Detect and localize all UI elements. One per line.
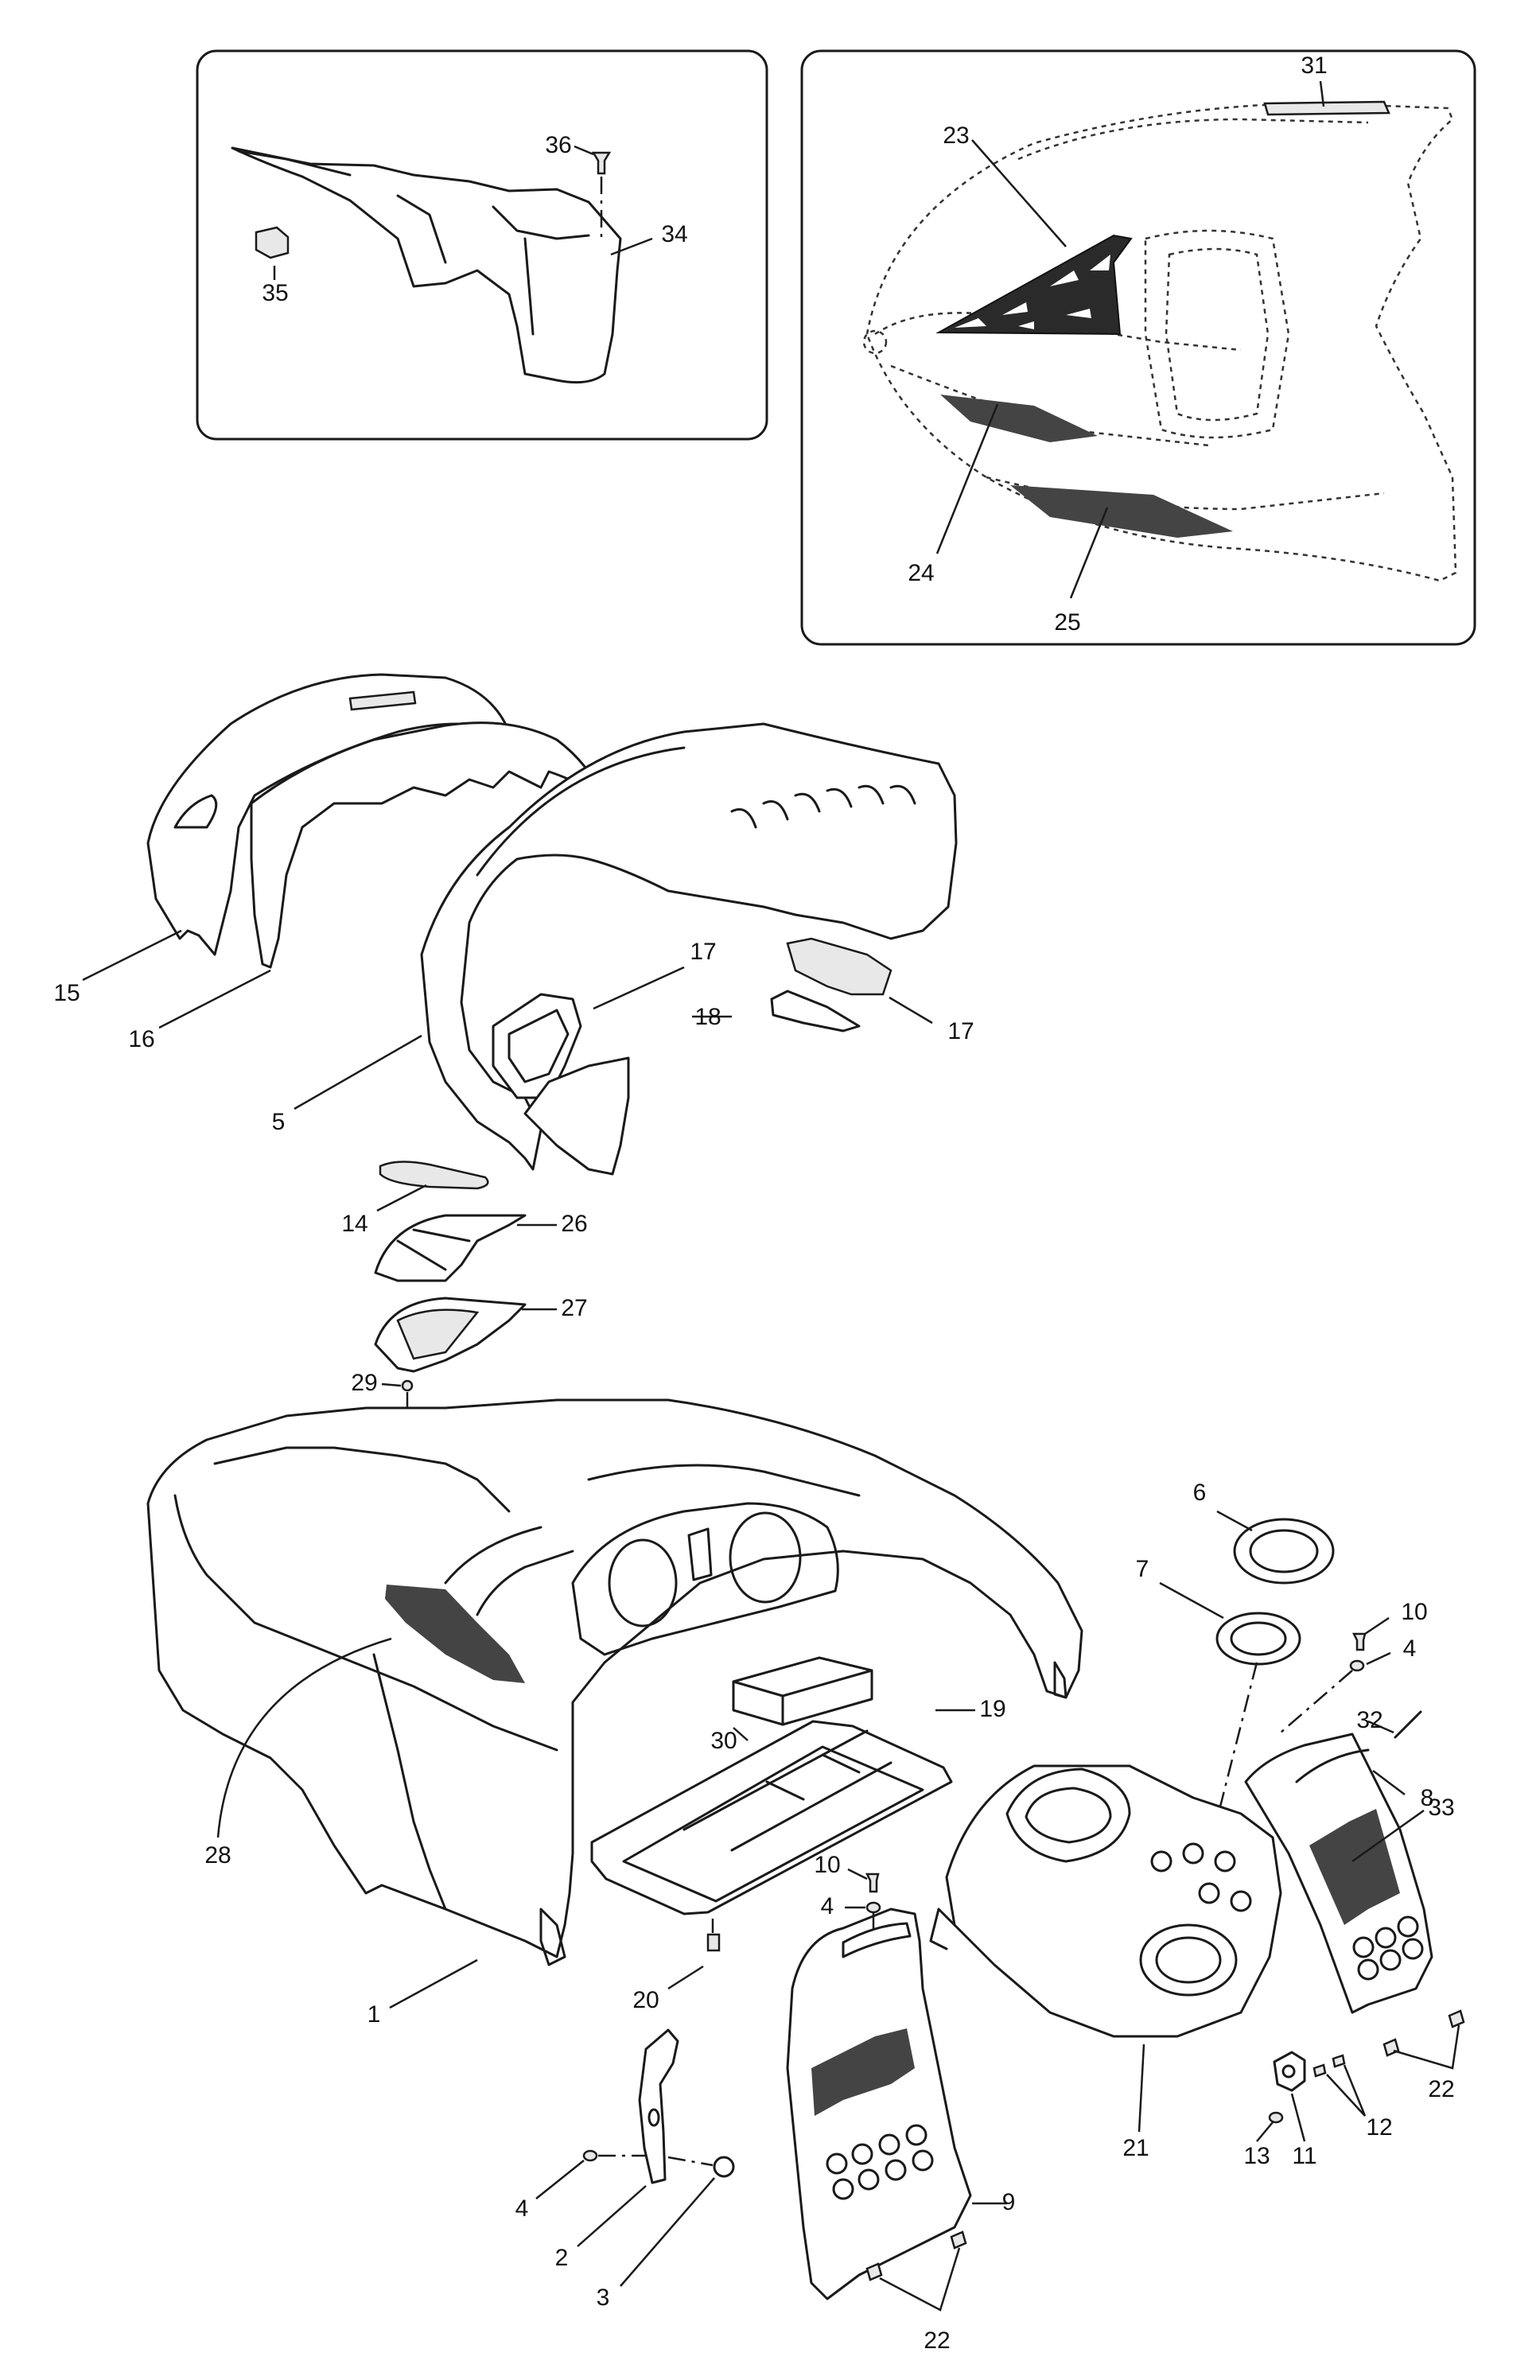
callout-18: 18 bbox=[694, 1004, 721, 1030]
decal-23 bbox=[935, 234, 1133, 336]
part-6-ring bbox=[1233, 1518, 1335, 1585]
callout-14: 14 bbox=[341, 1211, 368, 1237]
decal-31 bbox=[1263, 100, 1390, 116]
callout-3: 3 bbox=[597, 2285, 610, 2311]
callout-19: 19 bbox=[979, 1696, 1005, 1722]
callout-25: 25 bbox=[1054, 609, 1080, 636]
part-14-clip bbox=[379, 1161, 489, 1190]
part-33-mesh bbox=[1309, 1809, 1400, 1925]
callout-17-left: 17 bbox=[690, 939, 716, 965]
callout-36: 36 bbox=[545, 132, 571, 158]
part-1-top-deck bbox=[146, 1398, 1083, 1958]
part-28-vent-grille bbox=[385, 1585, 525, 1683]
part-9-side-panel bbox=[786, 1908, 972, 2300]
part-9-hole-pattern bbox=[826, 2124, 934, 2200]
inset-top-left: 34 35 36 bbox=[196, 49, 768, 441]
part-8-hole-pattern bbox=[1352, 1915, 1424, 1981]
part-10-screw-right bbox=[1351, 1632, 1367, 1651]
callout-31: 31 bbox=[1301, 52, 1327, 79]
part-26-cover bbox=[374, 1214, 527, 1282]
part-11-bracket bbox=[1273, 2051, 1306, 2092]
lower-right-group: 6 7 10 4 32 8 33 22 12 11 13 21 bbox=[929, 1480, 1465, 2169]
decal-25 bbox=[1010, 485, 1233, 538]
part-18-cover-left bbox=[523, 1056, 630, 1176]
callout-4-right: 4 bbox=[1403, 1635, 1417, 1662]
decal-24 bbox=[940, 395, 1098, 442]
main-body-group: 26 27 29 28 1 30 19 20 bbox=[146, 1211, 1083, 2028]
part-12-screw-a bbox=[1312, 2063, 1327, 2078]
part-36-screw bbox=[591, 151, 612, 175]
callout-20: 20 bbox=[632, 1987, 659, 2013]
part-17-vent-left bbox=[492, 993, 582, 1099]
callout-15: 15 bbox=[53, 980, 80, 1006]
callout-4-left: 4 bbox=[821, 1893, 834, 1919]
part-22-plug-d bbox=[1448, 2009, 1465, 2028]
part-2-bracket bbox=[638, 2028, 679, 2184]
part-21-tank-cover bbox=[945, 1764, 1282, 2038]
callout-24: 24 bbox=[908, 560, 934, 586]
part-15-panel bbox=[146, 673, 511, 956]
part-29-fastener bbox=[401, 1379, 414, 1392]
callout-10-right: 10 bbox=[1401, 1599, 1427, 1625]
inset-top-right: 31 23 24 25 bbox=[800, 49, 1476, 646]
part-9-mesh bbox=[811, 2028, 915, 2116]
callout-21: 21 bbox=[1122, 2135, 1149, 2161]
callout-7: 7 bbox=[1136, 1556, 1149, 1582]
callout-26: 26 bbox=[561, 1211, 587, 1237]
callout-6: 6 bbox=[1193, 1480, 1207, 1506]
part-4-washer-left bbox=[865, 1901, 881, 1914]
part-10-screw-left bbox=[865, 1872, 880, 1893]
callout-23: 23 bbox=[943, 122, 969, 149]
callout-5: 5 bbox=[272, 1109, 286, 1135]
upper-panels-group: 15 16 5 14 17 17 18 bbox=[53, 673, 974, 1237]
part-12-screw-b bbox=[1332, 2054, 1346, 2068]
callout-13: 13 bbox=[1243, 2143, 1270, 2169]
callout-22-right: 22 bbox=[1428, 2076, 1454, 2102]
part-22-plug-a bbox=[865, 2262, 883, 2281]
callout-17-right: 17 bbox=[947, 1018, 974, 1044]
part-32-pin bbox=[1394, 1710, 1422, 1739]
part-20-screw bbox=[706, 1933, 721, 1952]
part-7-ring bbox=[1215, 1612, 1301, 1666]
part-16-panel bbox=[250, 721, 603, 969]
part-22-plug-b bbox=[950, 2230, 967, 2250]
part-4-washer-lower bbox=[582, 2149, 598, 2162]
callout-16: 16 bbox=[128, 1026, 154, 1052]
callout-35: 35 bbox=[262, 280, 288, 306]
callout-28: 28 bbox=[204, 1842, 231, 1869]
callout-12: 12 bbox=[1366, 2114, 1392, 2141]
callout-2: 2 bbox=[555, 2245, 569, 2271]
callout-22-lower: 22 bbox=[924, 2328, 950, 2354]
inset-frame-right bbox=[800, 49, 1476, 646]
part-4-washer-right bbox=[1349, 1659, 1365, 1672]
lower-left-group: 4 2 3 9 22 10 4 bbox=[515, 1852, 1016, 2354]
callout-8: 8 bbox=[1421, 1785, 1434, 1811]
callout-9: 9 bbox=[1002, 2189, 1016, 2215]
part-17-vent-right bbox=[786, 937, 892, 996]
callout-30: 30 bbox=[710, 1728, 737, 1754]
callout-4-lower: 4 bbox=[515, 2195, 529, 2222]
part-19-tray bbox=[590, 1720, 953, 1915]
callout-29: 29 bbox=[351, 1370, 377, 1396]
callout-33: 33 bbox=[1428, 1795, 1454, 1821]
part-13-washer bbox=[1268, 2111, 1284, 2124]
part-35-clip bbox=[255, 226, 290, 259]
callout-10-left: 10 bbox=[814, 1852, 840, 1878]
callout-34: 34 bbox=[661, 221, 687, 247]
callout-11: 11 bbox=[1292, 2143, 1316, 2169]
part-5-panel bbox=[420, 722, 958, 1171]
part-18-cover-right bbox=[770, 990, 861, 1032]
callout-1: 1 bbox=[368, 2001, 381, 2028]
callout-27: 27 bbox=[561, 1295, 587, 1321]
part-3-cap bbox=[713, 2156, 735, 2178]
callout-32: 32 bbox=[1356, 1707, 1382, 1733]
part-22-plug-c bbox=[1382, 2038, 1400, 2057]
